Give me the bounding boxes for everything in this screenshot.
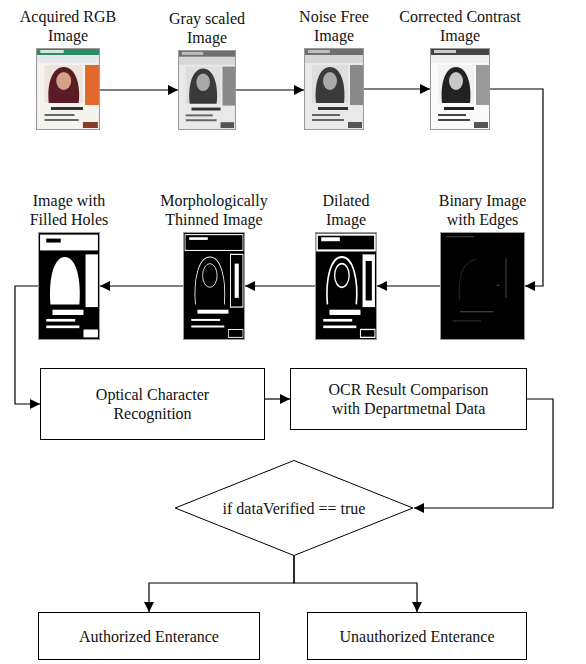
image-step: Gray scaled Image [178, 50, 236, 130]
image-step: Morphologically Thinned Image [183, 232, 245, 340]
decision-diamond: if dataVerified == true [174, 460, 414, 556]
flow-arrow [15, 286, 40, 404]
image-step: Image with Filled Holes [38, 232, 100, 340]
flow-arrow [294, 556, 417, 612]
step-caption: Corrected Contrast Image [394, 7, 526, 45]
image-step: Dilated Image [315, 232, 377, 340]
rgb-card-photo [36, 48, 100, 130]
box-label: Optical Character Recognition [78, 385, 228, 423]
step-caption: Dilated Image [305, 191, 387, 229]
step-caption: Acquired RGB Image [12, 7, 124, 45]
flow-arrow [265, 398, 290, 399]
process-box: Optical Character Recognition [40, 368, 265, 440]
step-caption: Morphologically Thinned Image [153, 191, 275, 229]
contrast-card-photo [430, 48, 490, 130]
flow-arrow [490, 89, 543, 286]
dilated-card-photo [315, 232, 377, 340]
image-step: Acquired RGB Image [36, 48, 100, 130]
denoised-card-photo [304, 48, 364, 130]
box-label: Unauthorized Enterance [339, 627, 494, 646]
flow-arrow [100, 89, 178, 90]
step-caption: Binary Image with Edges [431, 191, 535, 229]
flow-arrow [149, 556, 294, 612]
gray-card-photo [178, 50, 236, 130]
step-caption: Noise Free Image [284, 7, 384, 45]
image-step: Binary Image with Edges [440, 232, 525, 340]
step-caption: Gray scaled Image [157, 9, 257, 47]
decision-label: if dataVerified == true [223, 499, 366, 518]
process-box: OCR Result Comparison with Departmetnal … [290, 368, 527, 430]
process-box: Authorized Enterance [38, 612, 260, 660]
box-label: OCR Result Comparison with Departmetnal … [318, 380, 500, 418]
flow-arrow [377, 285, 440, 286]
filled-card-photo [38, 232, 100, 340]
flow-arrow [236, 89, 304, 90]
flow-arrow [364, 88, 430, 89]
image-step: Corrected Contrast Image [430, 48, 490, 130]
image-step: Noise Free Image [304, 48, 364, 130]
flow-arrow [245, 285, 315, 286]
edge-card-photo [440, 232, 525, 340]
step-caption: Image with Filled Holes [19, 191, 119, 229]
flow-arrow [100, 285, 183, 286]
thinned-card-photo [183, 232, 245, 340]
process-box: Unauthorized Enterance [307, 612, 527, 660]
box-label: Authorized Enterance [79, 627, 219, 646]
